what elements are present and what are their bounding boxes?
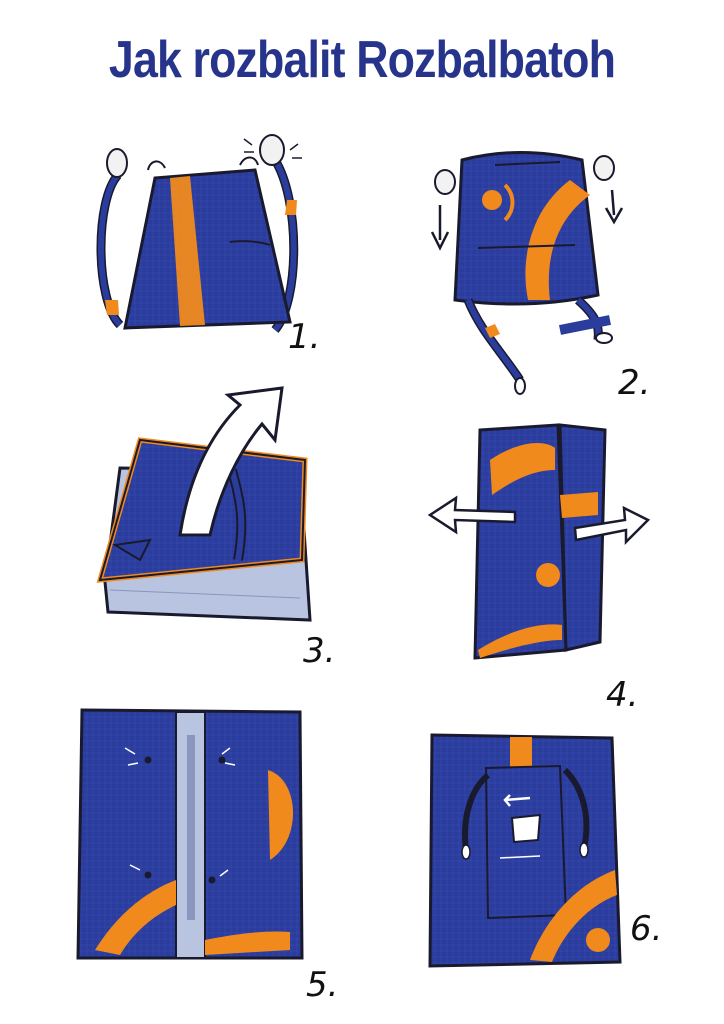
step-number-2: 2. <box>618 363 650 403</box>
step-3-illustration <box>96 386 312 622</box>
step-number-6: 6. <box>630 909 662 949</box>
step-1-illustration <box>96 134 302 333</box>
page-title: Jak rozbalit Rozbalbatoh <box>108 31 616 89</box>
step-5-illustration <box>76 708 304 960</box>
step-number-3: 3. <box>303 631 335 671</box>
step-number-4: 4. <box>606 675 638 715</box>
step-number-5: 5. <box>306 965 338 1005</box>
step-2-illustration <box>430 151 624 395</box>
step-6-illustration <box>428 733 622 968</box>
step-number-1: 1. <box>288 317 320 357</box>
step-4-illustration <box>427 423 651 660</box>
